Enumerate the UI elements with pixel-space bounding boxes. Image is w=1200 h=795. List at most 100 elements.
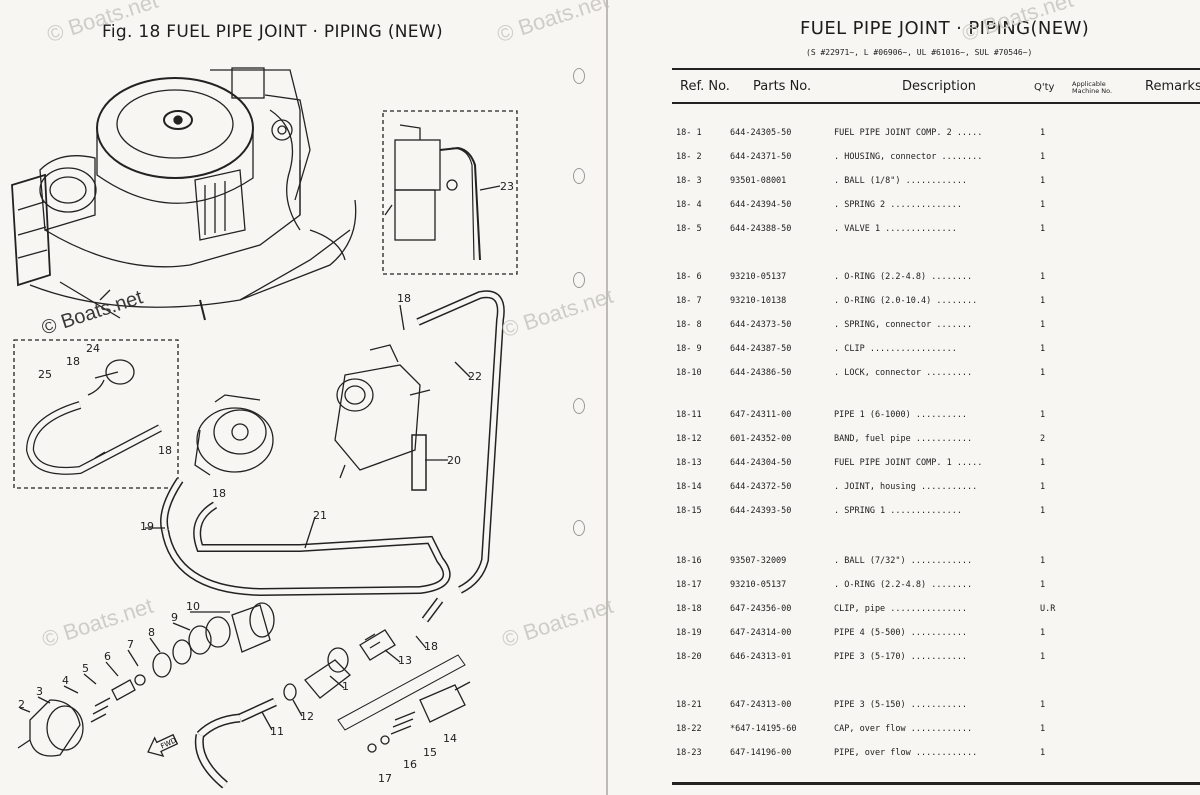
description-cell: . SPRING 2 .............. [834, 200, 962, 210]
qty-cell: 1 [1040, 700, 1046, 710]
description-cell: . VALVE 1 .............. [834, 224, 957, 234]
parts-no-cell: 647-24356-00 [730, 604, 792, 614]
qty-cell: 1 [1040, 368, 1046, 378]
qty-cell: 1 [1040, 296, 1046, 306]
callout-number: 18 [212, 487, 226, 500]
qty-cell: 1 [1040, 128, 1046, 138]
description-cell: . BALL (7/32") ............ [834, 556, 973, 566]
callout-number: 18 [66, 355, 80, 368]
parts-no-cell: 644-24371-50 [730, 152, 792, 162]
callout-number: 21 [313, 509, 327, 522]
callout-number: 23 [500, 180, 514, 193]
header-qty: Q'ty [1034, 82, 1055, 93]
callout-number: 14 [443, 732, 457, 745]
parts-no-cell: 93210-05137 [730, 272, 787, 282]
parts-no-cell: 644-24372-50 [730, 482, 792, 492]
callout-number: 8 [148, 626, 155, 639]
description-cell: . SPRING, connector ....... [834, 320, 973, 330]
header-ref-no: Ref. No. [680, 79, 730, 94]
table-row: 18- 2 644-24371-50 . HOUSING, connector ..… [672, 152, 1200, 170]
description-cell: FUEL PIPE JOINT COMP. 2 ..... [834, 128, 983, 138]
callout-number: 4 [62, 674, 69, 687]
description-cell: . O-RING (2.2-4.8) ........ [834, 272, 973, 282]
qty-cell: 1 [1040, 724, 1046, 734]
callout-number: 25 [38, 368, 52, 381]
callout-number: 15 [423, 746, 437, 759]
ref-no-cell: 18- 9 [676, 344, 702, 354]
parts-no-cell: 601-24352-00 [730, 434, 792, 444]
parts-no-cell: 644-24386-50 [730, 368, 792, 378]
qty-cell: 1 [1040, 272, 1046, 282]
parts-no-cell: 644-24305-50 [730, 128, 792, 138]
description-cell: . O-RING (2.2-4.8) ........ [834, 580, 973, 590]
binder-hole [573, 168, 585, 184]
ref-no-cell: 18- 8 [676, 320, 702, 330]
ref-no-cell: 18- 1 [676, 128, 702, 138]
table-row: 18- 8 644-24373-50 . SPRING, connector ...… [672, 320, 1200, 338]
description-cell: . O-RING (2.0-10.4) ........ [834, 296, 978, 306]
ref-no-cell: 18- 5 [676, 224, 702, 234]
callout-number: 17 [378, 772, 392, 785]
description-cell: . HOUSING, connector ........ [834, 152, 983, 162]
description-cell: CLIP, pipe ............... [834, 604, 968, 614]
outboard-engine-illustration [11, 67, 357, 321]
qty-cell: U.R [1040, 604, 1056, 614]
ref-no-cell: 18- 2 [676, 152, 702, 162]
callout-number: 18 [158, 444, 172, 457]
qty-cell: 1 [1040, 344, 1046, 354]
callout-number: 2 [18, 698, 25, 711]
callout-number: 13 [398, 654, 412, 667]
callout-number: 3 [36, 685, 43, 698]
ref-no-cell: 18-20 [676, 652, 702, 662]
description-cell: PIPE 3 (5-170) ........... [834, 652, 968, 662]
qty-cell: 1 [1040, 152, 1046, 162]
qty-cell: 1 [1040, 224, 1046, 234]
parts-no-cell: 646-24313-01 [730, 652, 792, 662]
description-cell: FUEL PIPE JOINT COMP. 1 ..... [834, 458, 983, 468]
callout-number: 10 [186, 600, 200, 613]
ref-no-cell: 18- 4 [676, 200, 702, 210]
description-cell: PIPE 1 (6-1000) .......... [834, 410, 968, 420]
parts-list-page: FUEL PIPE JOINT · PIPING(NEW) (S #22971~… [610, 0, 1200, 795]
description-cell: BAND, fuel pipe ........... [834, 434, 973, 444]
parts-no-cell: 647-24313-00 [730, 700, 792, 710]
header-applicable: Applicable Machine No. [1072, 80, 1113, 95]
qty-cell: 1 [1040, 320, 1046, 330]
ref-no-cell: 18-21 [676, 700, 702, 710]
ref-no-cell: 18- 3 [676, 176, 702, 186]
description-cell: PIPE, over flow ............ [834, 748, 978, 758]
description-cell: PIPE 4 (5-500) ........... [834, 628, 968, 638]
parts-no-cell: 93210-05137 [730, 580, 787, 590]
exploded-diagram: FWD 234567891011121131814151617192120221… [11, 67, 518, 789]
header-description: Description [902, 79, 977, 94]
qty-cell: 1 [1040, 628, 1046, 638]
binder-hole [573, 398, 585, 414]
parts-no-cell: 93501-08001 [730, 176, 787, 186]
parts-no-cell: 647-14196-00 [730, 748, 792, 758]
callout-number: 7 [127, 638, 134, 651]
header-rule-top [672, 68, 1200, 70]
callout-number: 24 [86, 342, 100, 355]
qty-cell: 1 [1040, 482, 1046, 492]
qty-cell: 1 [1040, 176, 1046, 186]
fuel-pipe-inset [25, 359, 162, 475]
table-title: FUEL PIPE JOINT · PIPING(NEW) [800, 18, 1090, 39]
ref-no-cell: 18- 6 [676, 272, 702, 282]
callout-number: 12 [300, 710, 314, 723]
parts-no-cell: 644-24373-50 [730, 320, 792, 330]
diagram-page: Fig. 18 FUEL PIPE JOINT · PIPING (NEW) [11, 0, 616, 789]
callout-number: 9 [171, 611, 178, 624]
ref-no-cell: 18-23 [676, 748, 702, 758]
ref-no-cell: 18-19 [676, 628, 702, 638]
header-rule-bottom [672, 102, 1200, 104]
